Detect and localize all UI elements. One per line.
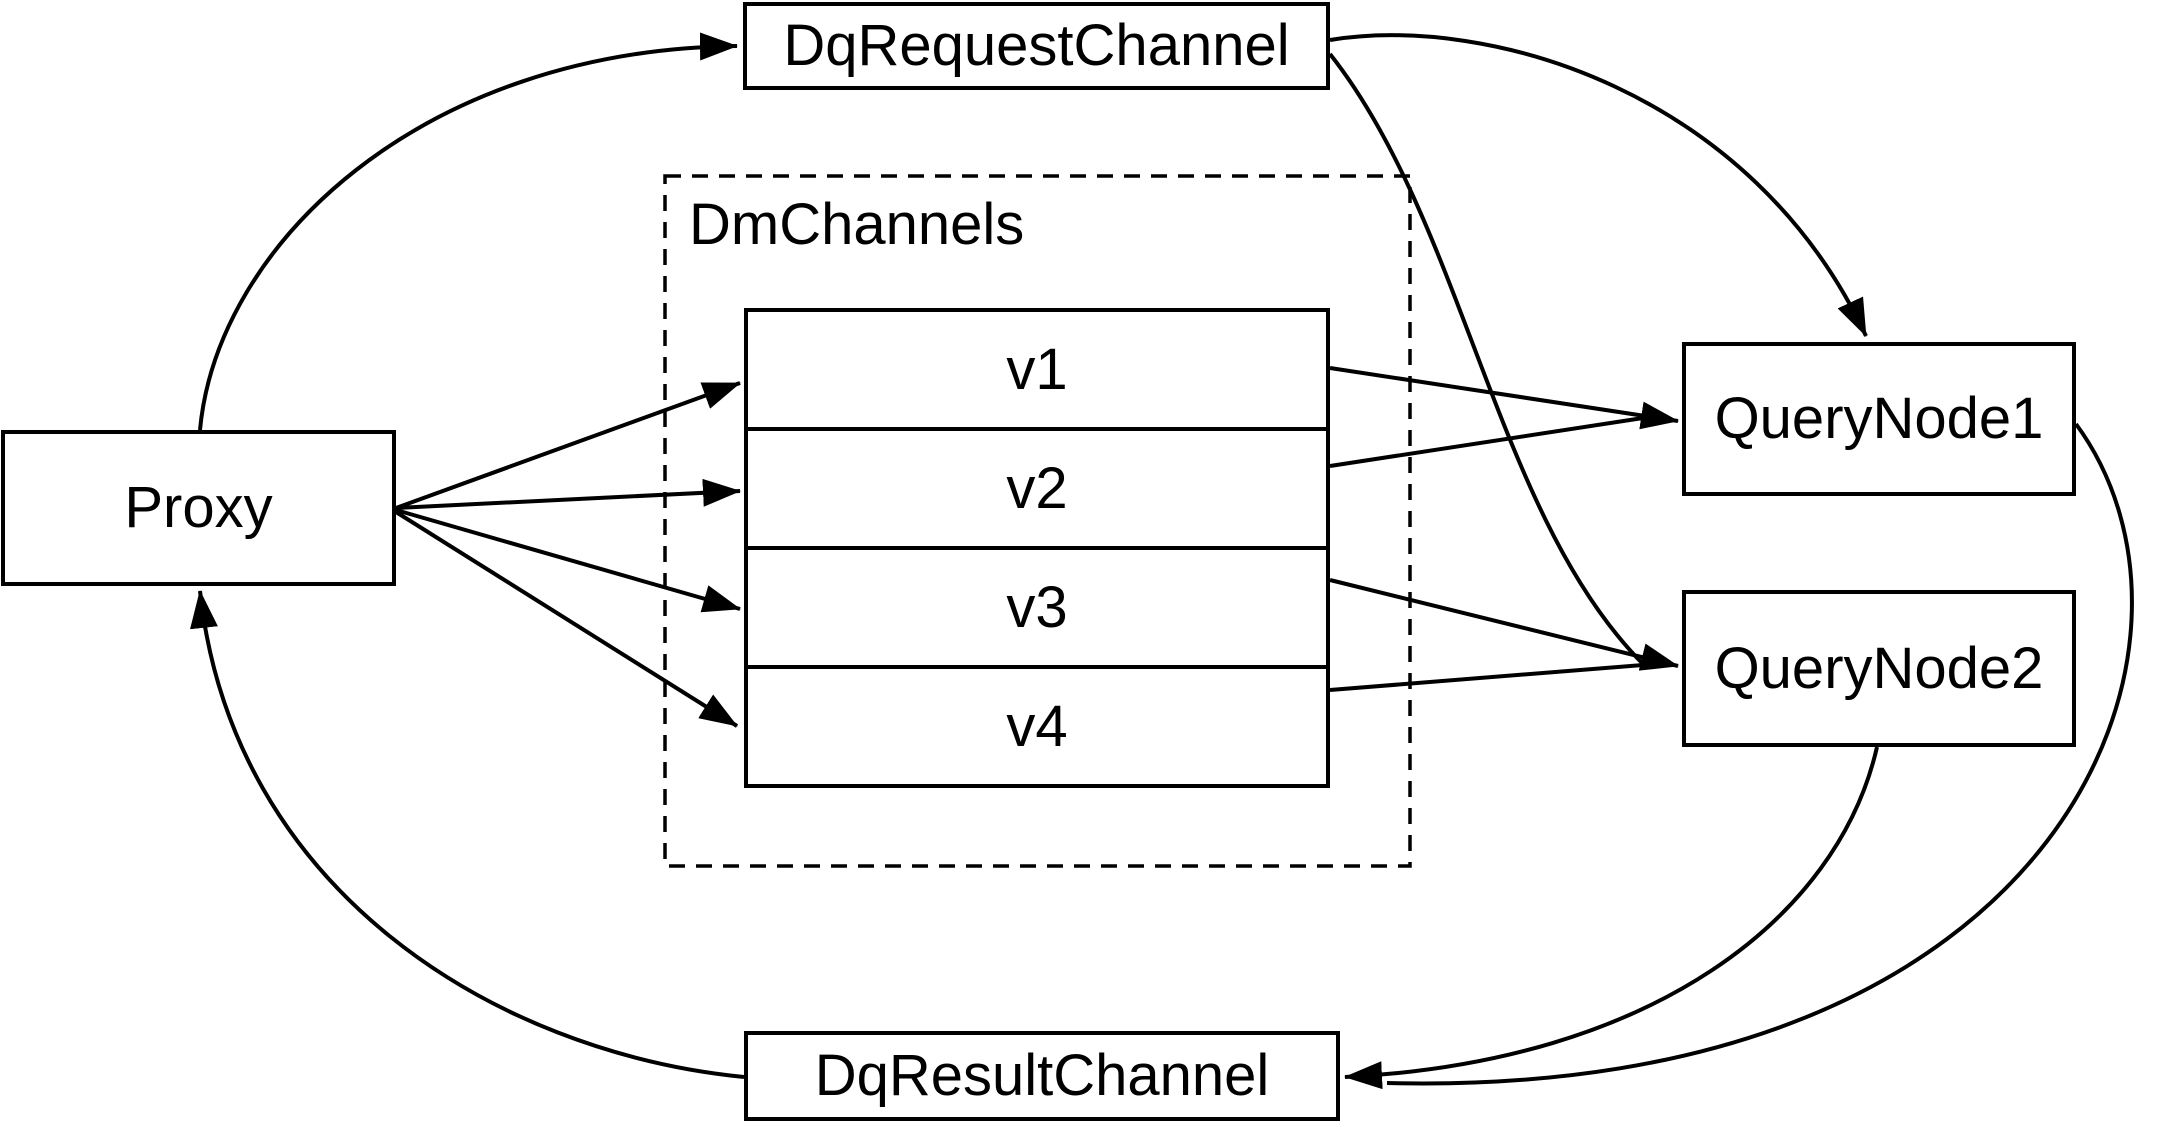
edge-dqrequestchannel-to-querynode2 bbox=[1328, 52, 1645, 666]
edge-v4-to-querynode2 bbox=[1329, 663, 1644, 692]
channel-row-v2: v2 bbox=[748, 427, 1326, 546]
edge-dqrequestchannel-to-querynode1 bbox=[1329, 33, 1868, 337]
channel-row-v4-label: v4 bbox=[1006, 693, 1068, 759]
node-dq-request-channel: DqRequestChannel bbox=[743, 2, 1330, 90]
edge-dqresultchannel-to-proxy bbox=[190, 590, 745, 1079]
channel-row-v1: v1 bbox=[748, 312, 1326, 427]
node-dq-result-channel: DqResultChannel bbox=[744, 1031, 1340, 1121]
node-dq-request-channel-label: DqRequestChannel bbox=[783, 13, 1290, 78]
node-proxy-label: Proxy bbox=[124, 475, 273, 540]
node-query-node-1-label: QueryNode1 bbox=[1714, 386, 2044, 451]
edge-proxy-to-v2 bbox=[395, 478, 741, 510]
edge-proxy-to-dqrequestchannel bbox=[198, 32, 738, 431]
node-query-node-2-label: QueryNode2 bbox=[1714, 635, 2044, 701]
edge-proxy-to-v1 bbox=[395, 381, 741, 510]
edge-proxy-to-v3 bbox=[395, 508, 741, 613]
node-dq-result-channel-label: DqResultChannel bbox=[814, 1043, 1270, 1108]
edge-querynode1-to-dqresultchannel bbox=[1386, 422, 2134, 1086]
edge-v1-to-querynode1 bbox=[1329, 366, 1679, 430]
dm-channels-stack: v1 v2 v3 v4 bbox=[744, 308, 1330, 788]
node-query-node-2: QueryNode2 bbox=[1682, 590, 2076, 747]
channel-row-v3-label: v3 bbox=[1006, 574, 1068, 640]
channel-row-v1-label: v1 bbox=[1006, 336, 1068, 402]
channel-row-v4: v4 bbox=[748, 665, 1326, 784]
channel-row-v2-label: v2 bbox=[1006, 455, 1068, 521]
channel-row-v3: v3 bbox=[748, 546, 1326, 665]
edge-proxy-to-v4 bbox=[394, 510, 739, 728]
node-proxy: Proxy bbox=[1, 430, 396, 586]
edge-v3-to-querynode2 bbox=[1329, 578, 1679, 671]
dm-channels-group-border bbox=[663, 174, 1412, 868]
dm-channels-group-label: DmChannels bbox=[689, 192, 1025, 257]
edge-querynode2-to-dqresultchannel bbox=[1344, 746, 1879, 1090]
node-query-node-1: QueryNode1 bbox=[1682, 342, 2076, 496]
edge-v2-to-querynode1 bbox=[1329, 416, 1644, 468]
